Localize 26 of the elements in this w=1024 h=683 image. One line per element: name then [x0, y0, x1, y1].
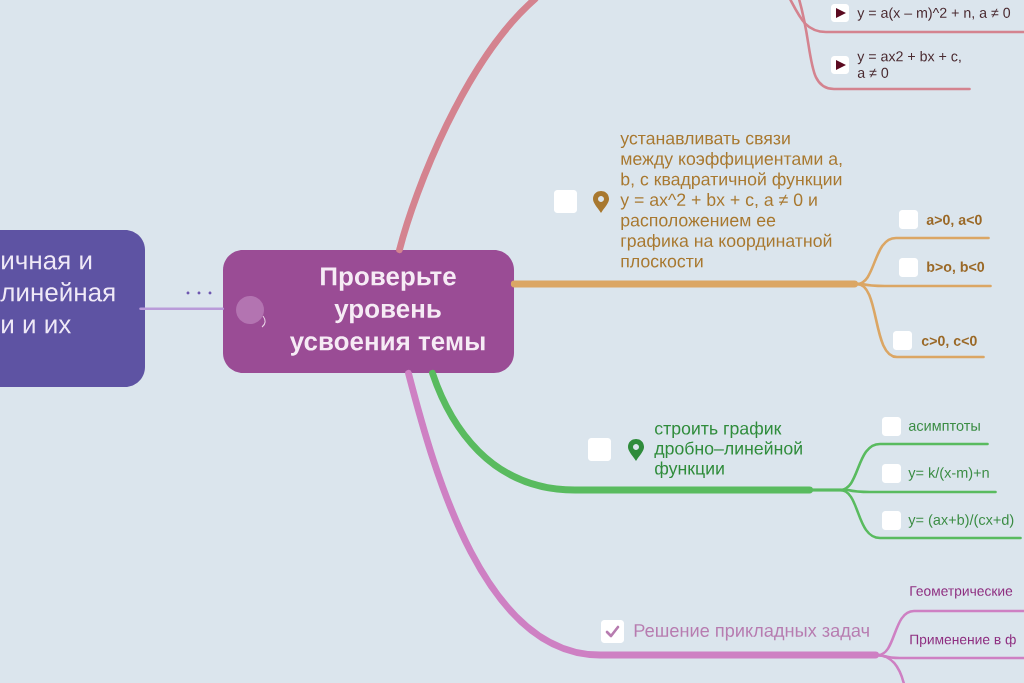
leaf-label: y= k/(x-m)+n — [908, 467, 989, 481]
branch-line — [788, 0, 1024, 34]
topic-box: ичная и линейная и и их — [0, 230, 145, 387]
leaf-label: a>0, a<0 — [926, 214, 982, 227]
subtopic-label: устанавливать связи между коэффициентами a, b, c квадратичной функции y = ax^2 + bx + c, a ≠ 0 и расположением ее графика на координатной плоскости — [620, 134, 842, 268]
branch-line — [396, 0, 539, 254]
leaf-label: Применение в ф — [910, 634, 1016, 648]
branch-line — [874, 653, 1024, 660]
subtopic-label: Решение прикладных задач — [634, 624, 869, 641]
central-topic-box: Проверьте уровень усвоения темы — [223, 250, 514, 373]
branch-line — [874, 653, 906, 683]
subtopic-label: строить график дробно–линейной функции — [654, 421, 802, 479]
leaf-label: y = ax2 + bx + c, a ≠ 0 — [857, 50, 961, 78]
leaf-label: асимптоты — [908, 422, 980, 431]
branch-line — [405, 369, 879, 659]
leaf-label: Геометрические — [910, 586, 1013, 599]
branch-line — [510, 280, 858, 288]
branch-line — [139, 307, 225, 311]
leaf-label: y= (ax+b)/(cx+d) — [908, 514, 1014, 528]
leaf-label: c>0, c<0 — [921, 335, 977, 348]
branch-line — [853, 282, 985, 359]
branch-line — [808, 488, 1022, 540]
leaf-label: b>o, b<0 — [927, 261, 985, 274]
branch-line — [429, 369, 813, 494]
leaf-label: y = a(x – m)^2 + n, a ≠ 0 — [857, 7, 1011, 21]
branch-line — [797, 0, 971, 91]
